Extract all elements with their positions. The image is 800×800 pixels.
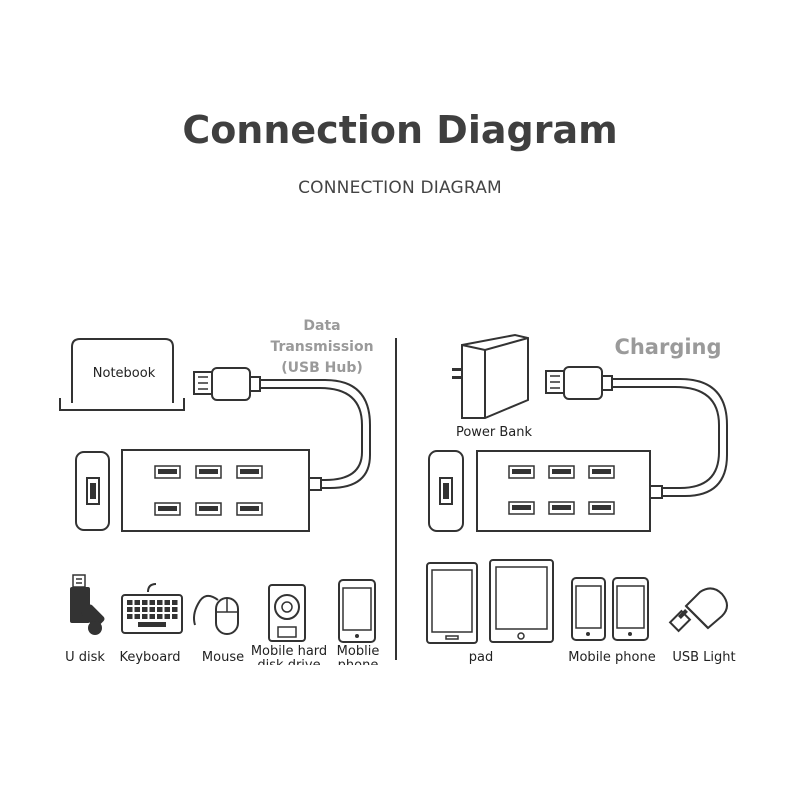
data-mode-label-1: Data — [303, 318, 340, 334]
notebook-icon: Notebook — [59, 338, 185, 411]
power-bank-label: Power Bank — [456, 425, 533, 440]
usb-port-contact — [512, 505, 531, 510]
right-panel: Power Bank Charging — [428, 333, 728, 532]
right-device-labels: pad Mobile phone USB Light — [469, 650, 736, 665]
usb-cable-icon — [545, 366, 728, 499]
usb-port-icon — [588, 465, 615, 479]
keyboard-icon — [121, 583, 183, 634]
notebook-label: Notebook — [93, 366, 156, 381]
mobile-phone-icon — [571, 577, 606, 641]
usb-cable-icon — [193, 367, 371, 491]
usb-port-icon — [195, 502, 222, 516]
device-label-keyboard: Keyboard — [119, 650, 180, 665]
hard-disk-icon — [268, 584, 306, 642]
keyboard-key — [172, 614, 178, 619]
usb-port-contact — [552, 505, 571, 510]
device-label-usb-light: USB Light — [672, 650, 735, 665]
device-label-pad: pad — [469, 650, 493, 665]
keyboard-key — [134, 614, 140, 619]
usb-port-icon — [154, 502, 181, 516]
hub-ports — [154, 465, 263, 516]
side-flash-drive-icon — [75, 451, 110, 531]
usb-port-icon — [548, 501, 575, 515]
u-disk-icon — [70, 574, 105, 635]
usb-port-contact — [512, 469, 531, 474]
keyboard-key — [149, 614, 155, 619]
keyboard-key — [127, 607, 133, 612]
data-mode-label-2: Transmission — [270, 339, 373, 355]
usb-port-contact — [199, 506, 218, 511]
keyboard-key — [164, 600, 170, 605]
usb-port-contact — [158, 469, 177, 474]
keyboard-key — [172, 600, 178, 605]
usb-port-icon — [236, 502, 263, 516]
usb-hub-icon — [121, 449, 310, 532]
mobile-phone-icon — [338, 579, 376, 643]
keyboard-key — [127, 614, 133, 619]
usb-port-icon — [154, 465, 181, 479]
keyboard-key — [164, 614, 170, 619]
keyboard-key — [149, 600, 155, 605]
power-bank-icon: Power Bank — [452, 333, 533, 440]
device-label-phone-1: Moblie — [337, 644, 380, 659]
keyboard-key — [127, 600, 133, 605]
usb-port-contact — [158, 506, 177, 511]
mouse-icon — [193, 594, 239, 635]
keyboard-key — [157, 614, 163, 619]
usb-port-icon — [236, 465, 263, 479]
side-flash-drive-icon — [428, 450, 464, 532]
keyboard-spacebar — [138, 622, 166, 627]
device-label-mobile-phone: Mobile phone — [568, 650, 655, 665]
usb-port-icon — [588, 501, 615, 515]
usb-light-icon — [668, 587, 728, 633]
usb-port-contact — [240, 469, 259, 474]
usb-port-contact — [199, 469, 218, 474]
keyboard-key — [142, 600, 148, 605]
usb-port-icon — [548, 465, 575, 479]
usb-port-contact — [592, 469, 611, 474]
tablet-icon — [489, 559, 554, 643]
usb-port-contact — [592, 505, 611, 510]
hub-ports — [508, 465, 615, 515]
data-mode-label-3: (USB Hub) — [281, 360, 363, 376]
keyboard-key — [134, 607, 140, 612]
charging-mode-label: Charging — [614, 335, 721, 359]
keyboard-key — [172, 607, 178, 612]
device-label-mouse: Mouse — [202, 650, 244, 665]
keyboard-key — [157, 607, 163, 612]
usb-port-icon — [195, 465, 222, 479]
keyboard-key — [142, 614, 148, 619]
usb-port-icon — [508, 501, 535, 515]
left-panel: Notebook Data Transmission (USB Hub) — [59, 318, 374, 532]
usb-port-icon — [508, 465, 535, 479]
keyboard-key — [164, 607, 170, 612]
tablet-icon — [426, 562, 478, 644]
keyboard-key — [149, 607, 155, 612]
usb-port-contact — [552, 469, 571, 474]
mobile-phone-icon — [612, 577, 649, 641]
device-label-hdd-1: Mobile hard — [251, 644, 327, 659]
keyboard-key — [142, 607, 148, 612]
device-label-u-disk: U disk — [65, 650, 105, 665]
keyboard-key — [157, 600, 163, 605]
usb-hub-icon — [476, 450, 651, 532]
page-title: Connection Diagram — [182, 108, 618, 152]
keyboard-key — [134, 600, 140, 605]
usb-port-contact — [240, 506, 259, 511]
page-subtitle: CONNECTION DIAGRAM — [298, 178, 502, 198]
